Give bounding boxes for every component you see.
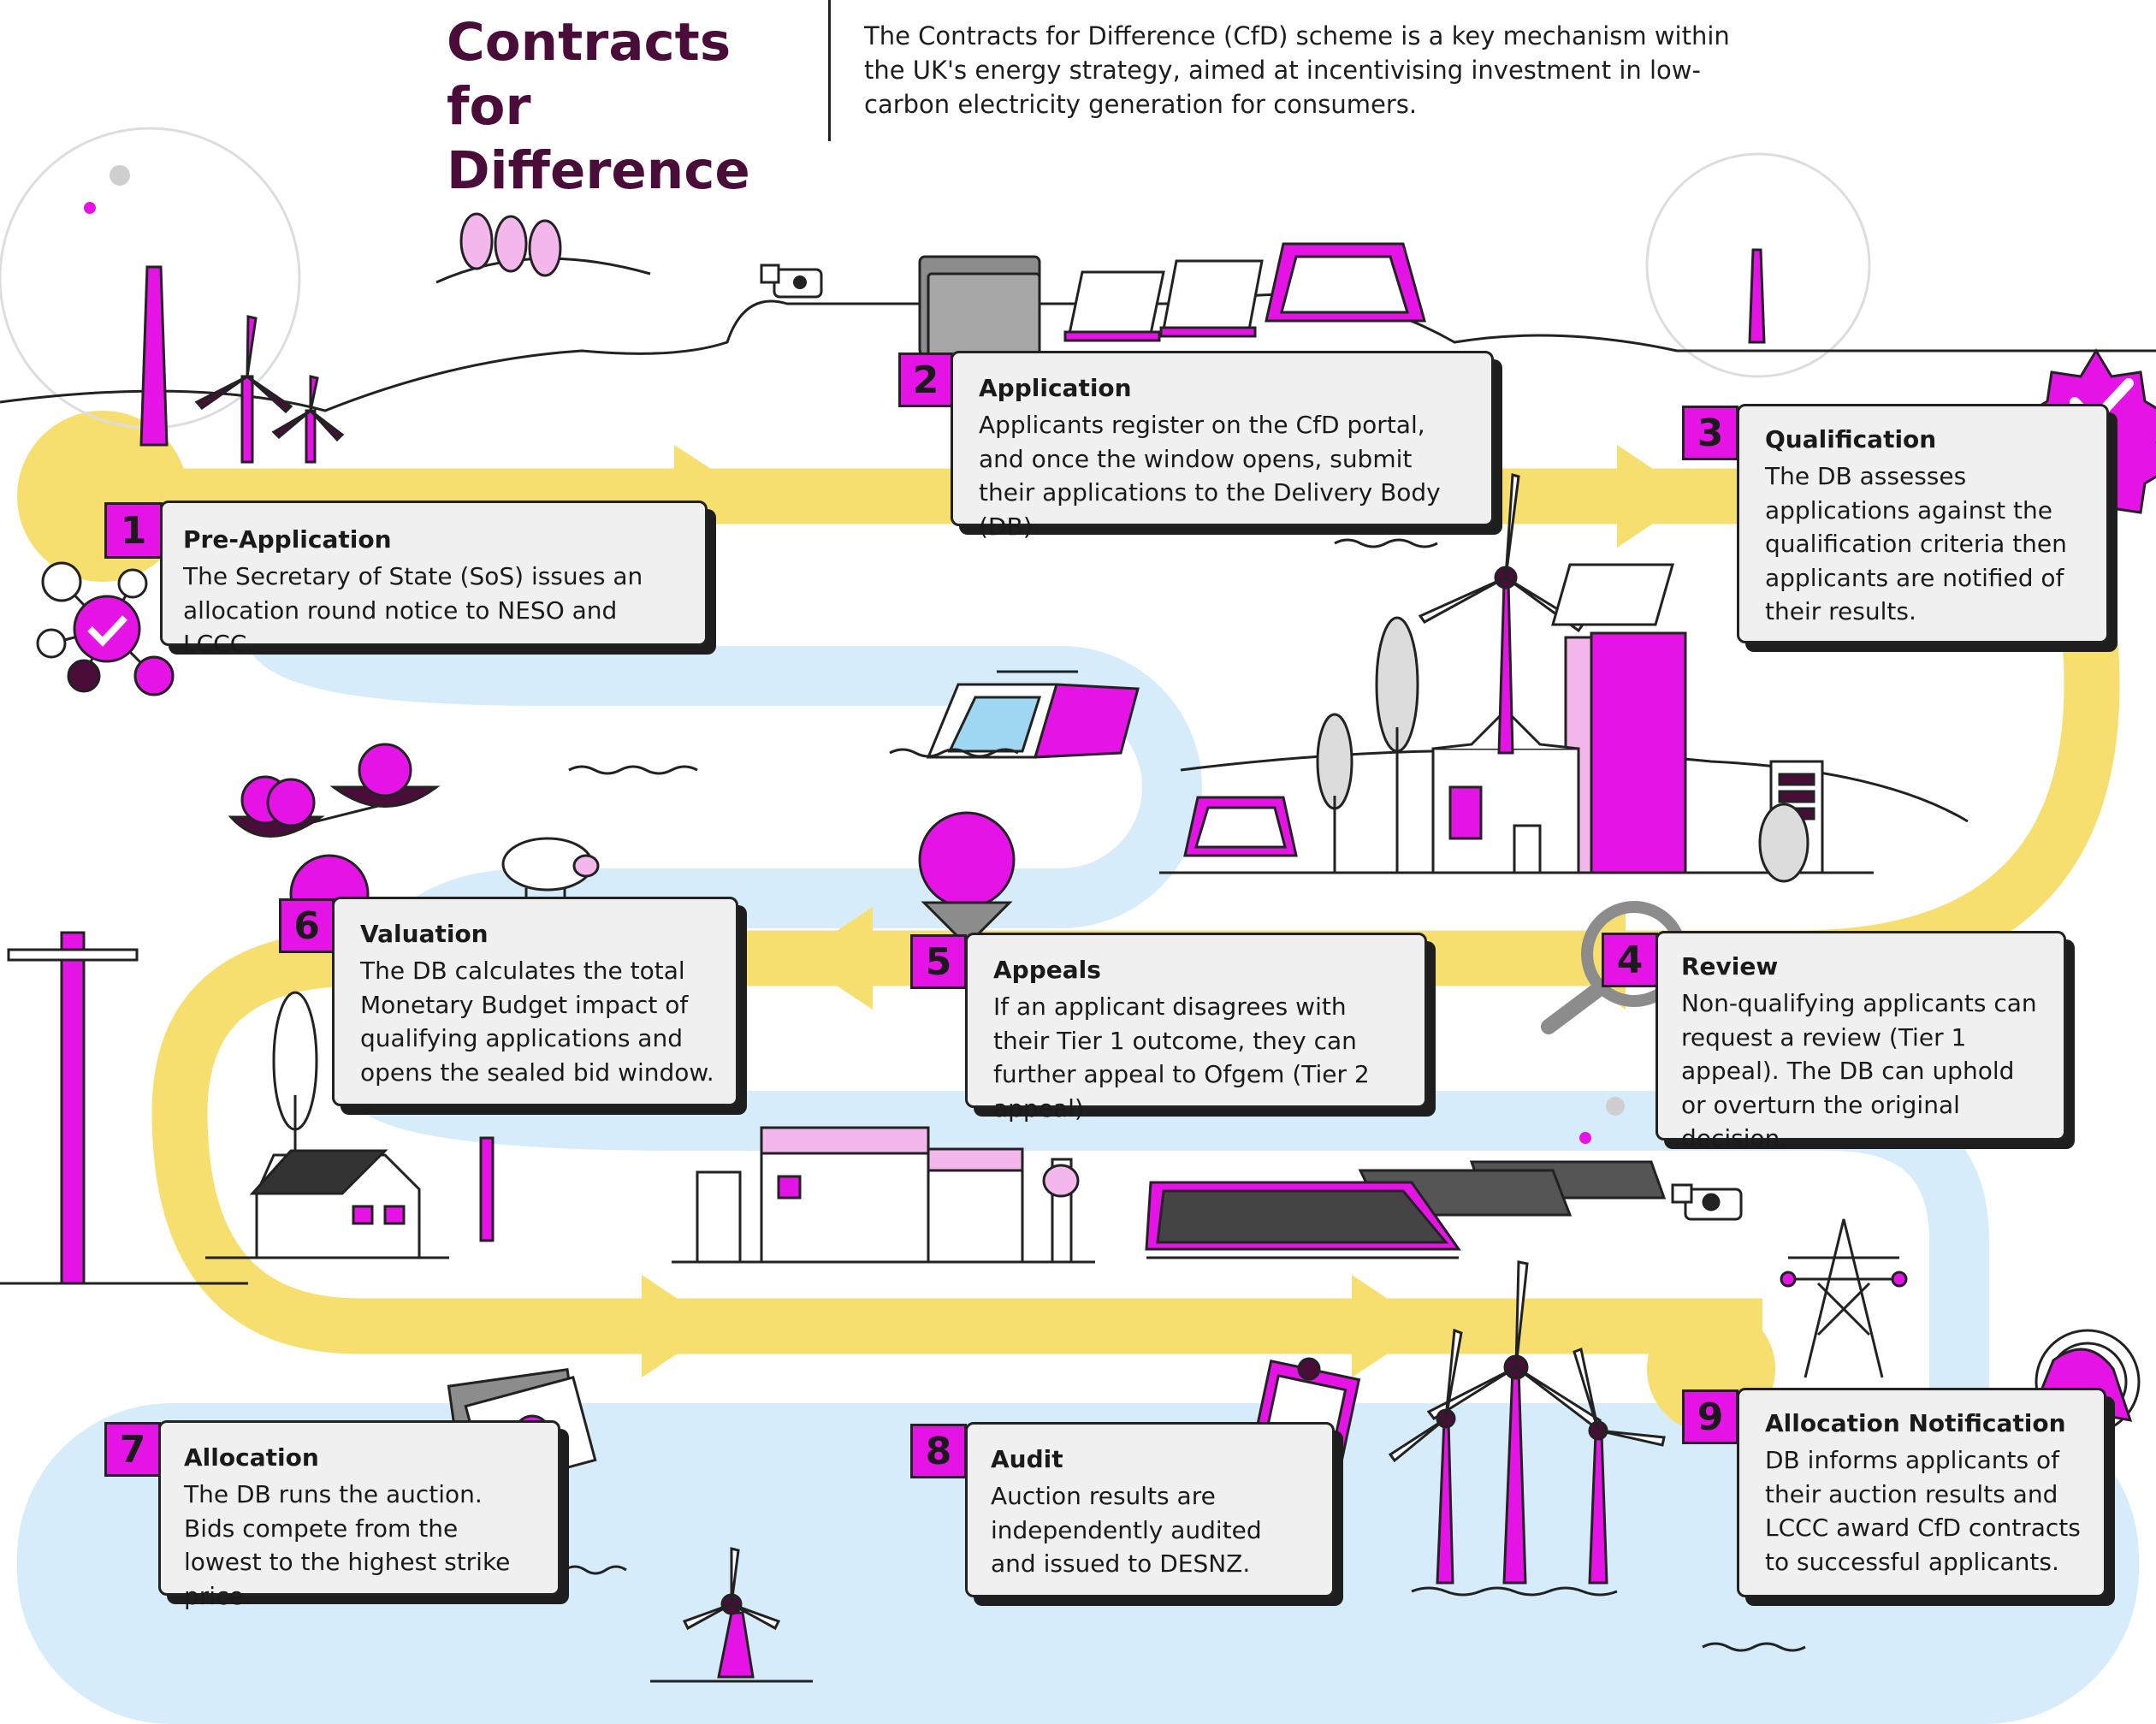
connected-checks-icon (36, 561, 175, 696)
step-title: Application (979, 374, 1132, 402)
pylon-icon (0, 931, 248, 1285)
step-number-badge: 7 (104, 1422, 161, 1477)
title-line-1: Contracts for (447, 12, 732, 137)
step-number-badge: 1 (104, 502, 163, 559)
question-pin-icon (918, 811, 1016, 948)
step-card-application: Application Applicants register on the C… (951, 351, 1494, 541)
step-card-audit: Audit Auction results are independently … (965, 1422, 1335, 1597)
step-description: Applicants register on the CfD portal, a… (979, 411, 1441, 541)
step-description: The DB assesses applications against the… (1765, 462, 2067, 625)
solar-panel-icon (1063, 242, 1426, 342)
hydro-dam-icon (889, 670, 1140, 759)
step-description: DB informs applicants of their auction r… (1765, 1446, 2081, 1576)
house-icon (205, 991, 495, 1259)
step-card-allocation-notification: Allocation Notification DB informs appli… (1737, 1388, 2106, 1597)
page-title: Contracts for Difference (447, 10, 814, 203)
step-card-allocation: Allocation The DB runs the auction. Bids… (158, 1420, 560, 1610)
step-description: The Secretary of State (SoS) issues an a… (183, 562, 643, 658)
step-description: Auction results are independently audite… (991, 1482, 1262, 1578)
step-title: Appeals (993, 956, 1101, 984)
solar-panel-icon (1145, 1160, 1667, 1259)
step-description: Non-qualifying applicants can request a … (1681, 989, 2037, 1152)
header-divider (828, 0, 831, 141)
step-number-badge: 5 (910, 934, 967, 989)
step-number-badge: 2 (898, 353, 953, 407)
step-title: Qualification (1765, 425, 1937, 453)
step-title: Allocation (184, 1443, 319, 1472)
tree-icon (459, 212, 562, 277)
step-card-review: Review Non-qualifying applicants can req… (1656, 931, 2066, 1152)
step-description: If an applicant disagrees with their Tie… (993, 992, 1370, 1123)
step-number-badge: 6 (279, 898, 335, 953)
step-description: The DB calculates the total Monetary Bud… (360, 957, 714, 1087)
town-illustration (1159, 616, 1874, 883)
folder-icon (918, 255, 1041, 357)
step-card-qualification: Qualification The DB assesses applicatio… (1737, 404, 2109, 643)
step-number-badge: 3 (1682, 406, 1738, 460)
factory-chimney-icon (139, 248, 1766, 447)
step-title: Allocation Notification (1765, 1409, 2066, 1437)
step-title: Valuation (360, 920, 489, 948)
step-title: Pre-Application (183, 525, 392, 554)
sheep-icon (501, 837, 600, 898)
step-card-valuation: Valuation The DB calculates the total Mo… (332, 897, 738, 1106)
intro-text: The Contracts for Difference (CfD) schem… (864, 21, 1730, 119)
step-card-appeals: Appeals If an applicant disagrees with t… (965, 933, 1427, 1123)
terraced-houses (672, 1126, 1095, 1264)
step-number-badge: 8 (910, 1424, 967, 1478)
step-title: Review (1681, 952, 1779, 980)
step-number-badge: 4 (1602, 933, 1658, 987)
wind-turbine-icon (650, 1260, 1666, 1683)
step-card-pre-application: Pre-Application The Secretary of State (… (160, 501, 708, 658)
solar-panel-icon (1183, 563, 1674, 857)
step-title: Audit (991, 1445, 1063, 1473)
wind-turbine-icon (194, 315, 345, 464)
cow-icon (1671, 1183, 1743, 1221)
pound-scale-icon (228, 743, 441, 934)
pylon-icon (1780, 1218, 1908, 1378)
title-line-2: Difference (447, 140, 750, 201)
step-number-badge: 9 (1682, 1389, 1738, 1444)
cow-icon (760, 264, 823, 299)
step-description: The DB runs the auction. Bids compete fr… (184, 1480, 511, 1610)
